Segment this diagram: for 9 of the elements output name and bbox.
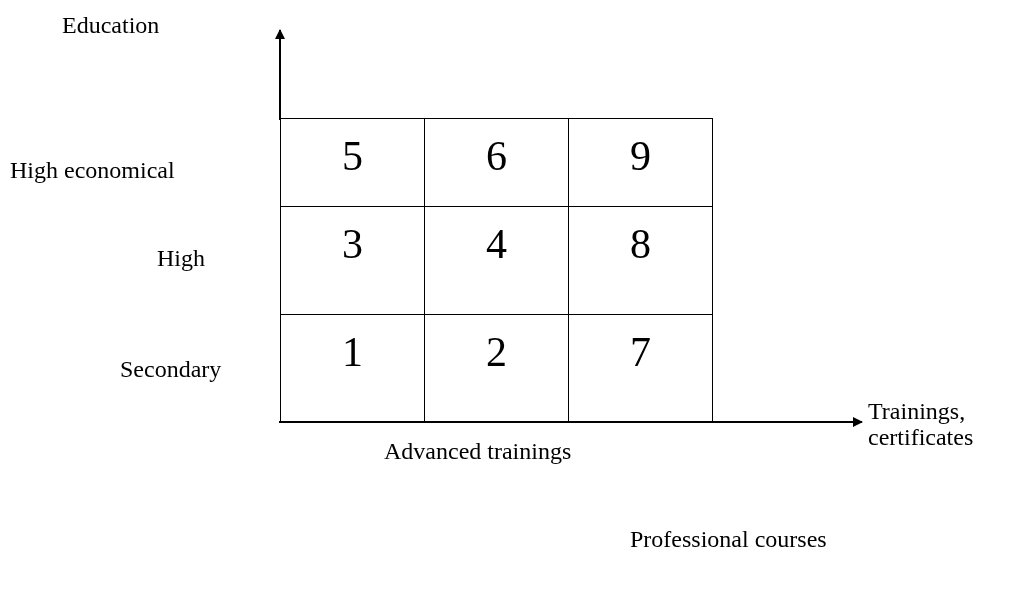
row-label: High (157, 245, 206, 271)
matrix-cell: 5 (280, 118, 425, 207)
column-label: Advanced trainings (384, 438, 573, 464)
axis-title: Education (62, 12, 161, 38)
row-label: Secondary (120, 356, 223, 382)
row-label: High economical (10, 157, 176, 183)
matrix-cell: 9 (568, 118, 713, 207)
axis-title: Trainings, certificates (868, 398, 975, 450)
column-label: Professional courses (630, 526, 828, 552)
